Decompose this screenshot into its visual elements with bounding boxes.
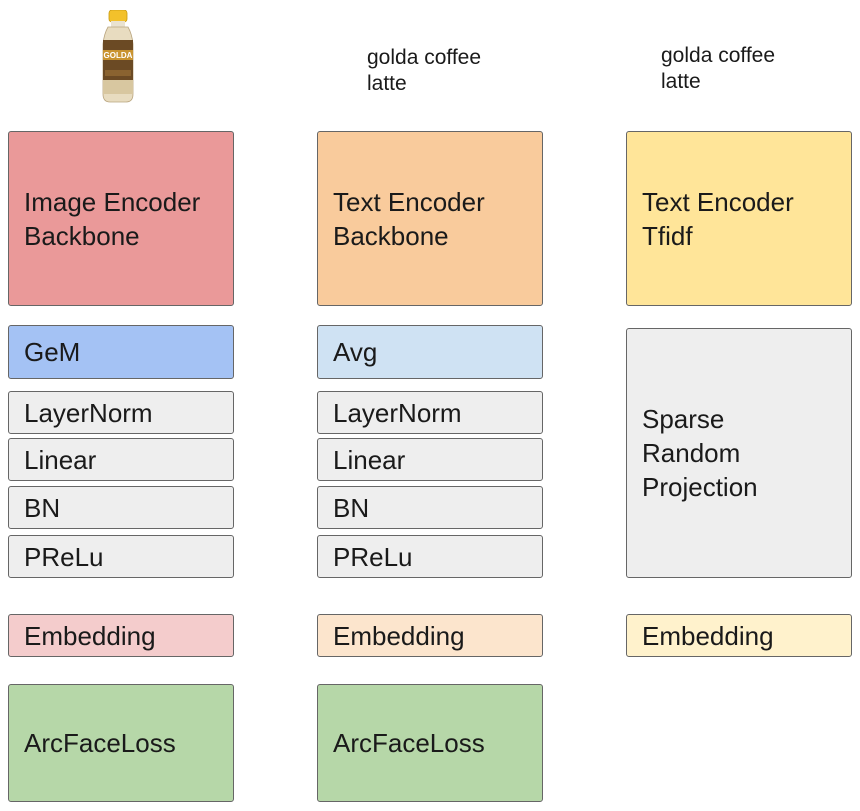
image-arcface-loss-box: ArcFaceLoss xyxy=(8,684,234,802)
layernorm-box: LayerNorm xyxy=(8,391,234,434)
input-caption-tfidf: golda coffee latte xyxy=(661,44,776,93)
prelu-box: PReLu xyxy=(317,535,543,578)
tfidf-encoder-box: Text Encoder Tfidf xyxy=(626,131,852,306)
linear-box: Linear xyxy=(8,438,234,481)
gem-pooling-box: GeM xyxy=(8,325,234,379)
image-embedding-box: Embedding xyxy=(8,614,234,657)
input-caption-text-backbone: golda coffee latte xyxy=(367,46,482,95)
layernorm-box: LayerNorm xyxy=(317,391,543,434)
linear-box: Linear xyxy=(317,438,543,481)
tfidf-embedding-box: Embedding xyxy=(626,614,852,657)
image-encoder-backbone-box: Image Encoder Backbone xyxy=(8,131,234,306)
bn-box: BN xyxy=(8,486,234,529)
text-encoder-backbone-box: Text Encoder Backbone xyxy=(317,131,543,306)
sparse-random-projection-box: Sparse Random Projection xyxy=(626,328,852,578)
text-embedding-box: Embedding xyxy=(317,614,543,657)
text-arcface-loss-box: ArcFaceLoss xyxy=(317,684,543,802)
prelu-box: PReLu xyxy=(8,535,234,578)
bn-box: BN xyxy=(317,486,543,529)
avg-pooling-box: Avg xyxy=(317,325,543,379)
golda-coffee-bottle-image: GOLDA xyxy=(102,10,134,103)
svg-text:GOLDA: GOLDA xyxy=(104,51,133,60)
